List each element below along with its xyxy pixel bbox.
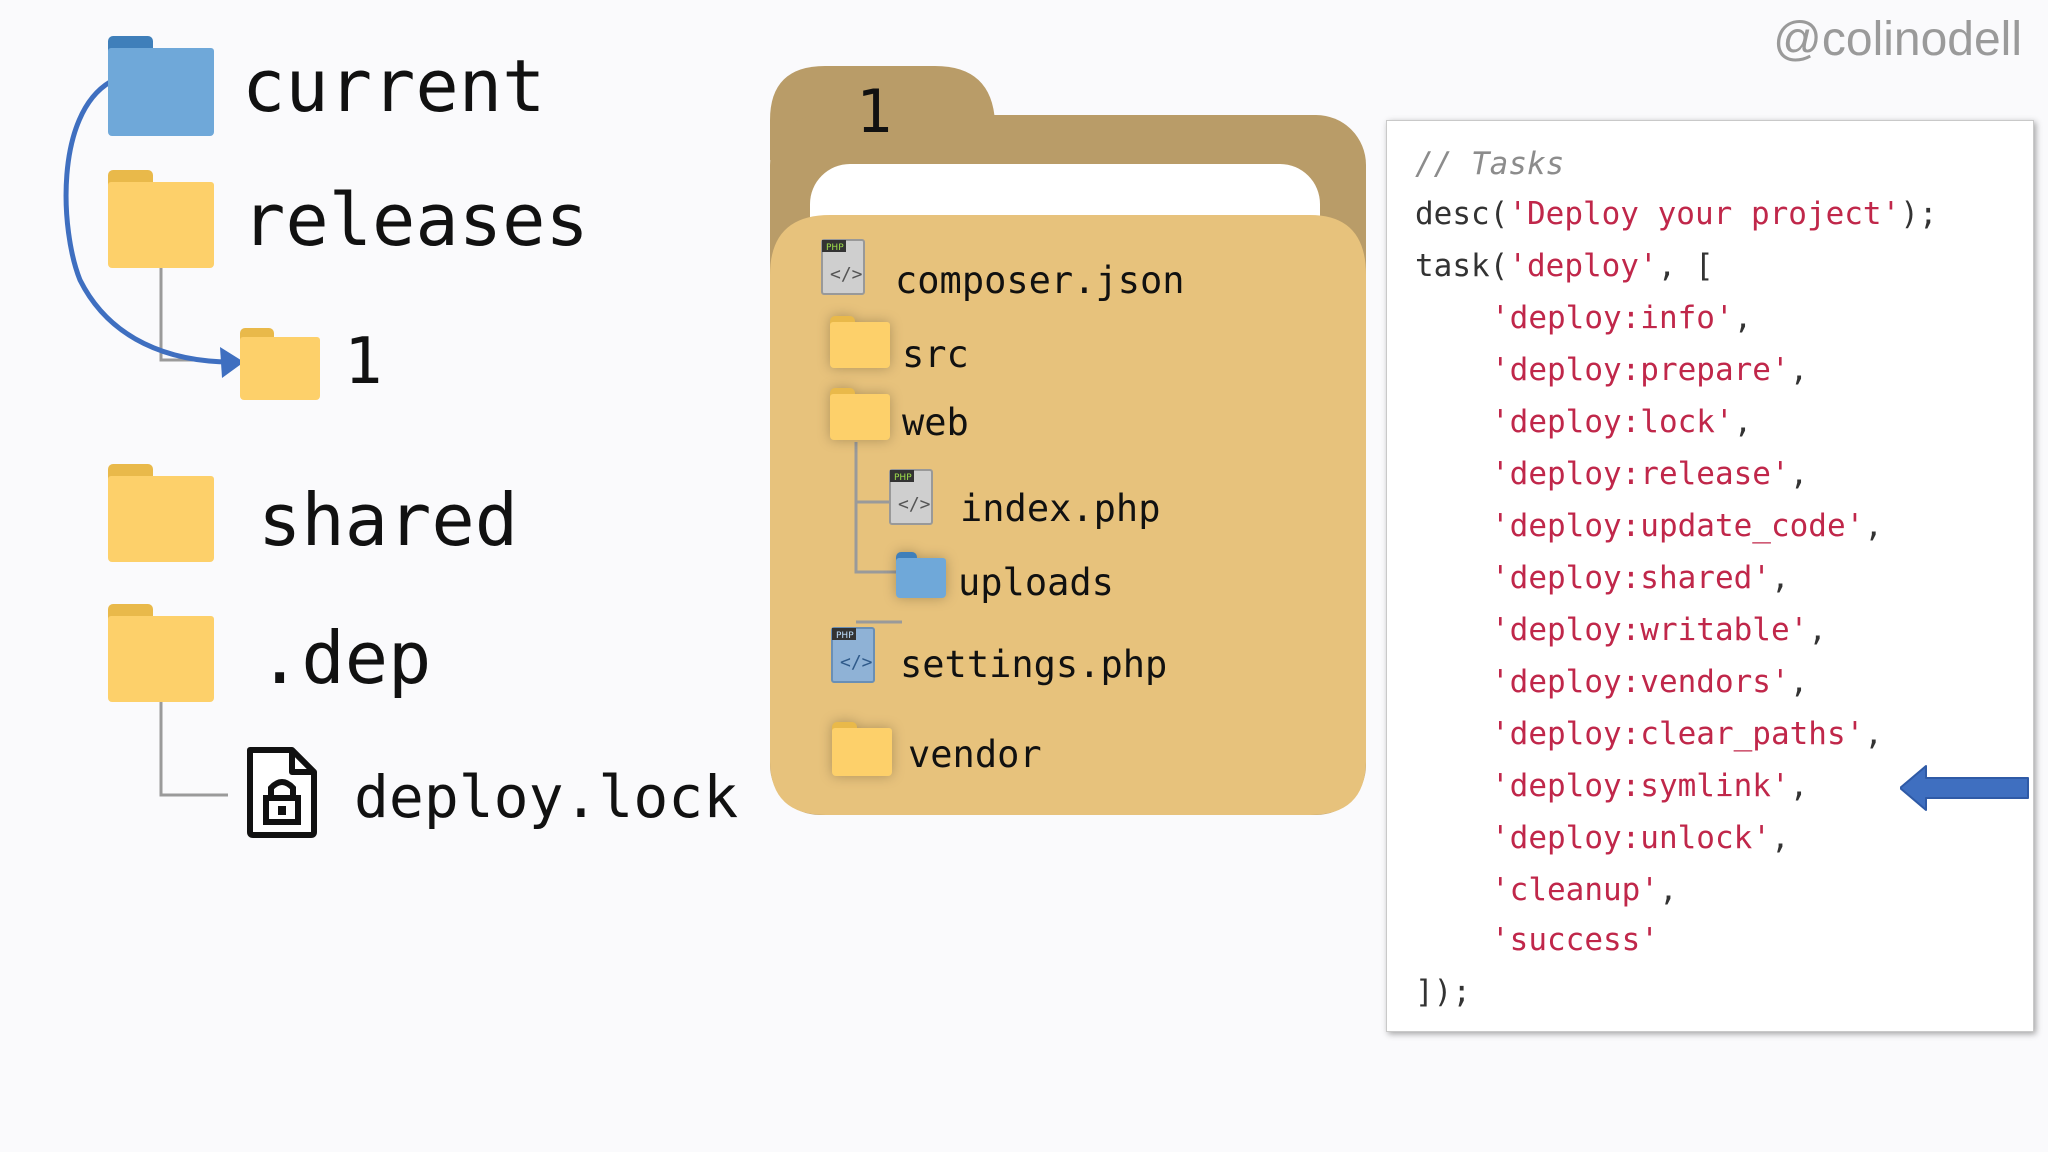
code-task-item: 'deploy:vendors', [1491, 664, 1809, 700]
author-handle: @colinodell [1773, 13, 2022, 66]
tree-line-releases [159, 268, 210, 362]
file-composer-json: composer.json [895, 259, 1185, 302]
folder-icon [108, 170, 214, 268]
php-file-icon: PHP </> [821, 239, 865, 295]
folder-icon [830, 316, 890, 368]
symlink-curve [63, 79, 233, 365]
release-folder-illustration [770, 66, 1366, 815]
tree-connectors [63, 79, 244, 797]
tree-item-dep: .dep [258, 616, 432, 700]
tree-item-releases: releases [242, 178, 589, 262]
code-task-item: 'deploy:release', [1491, 456, 1809, 492]
code-task-item-symlink: 'deploy:symlink', [1491, 768, 1809, 804]
tree-item-current: current [242, 44, 546, 128]
code-panel: // Tasks desc('Deploy your project'); ta… [1386, 120, 2034, 1032]
folder-uploads: uploads [958, 561, 1114, 604]
code-desc-line: desc('Deploy your project'); [1415, 196, 1938, 232]
code-task-item: 'deploy:prepare', [1491, 352, 1809, 388]
release-folder-title: 1 [856, 77, 893, 147]
code-task-item: 'deploy:info', [1491, 300, 1753, 336]
svg-text:</>: </> [898, 494, 931, 515]
folder-icon [240, 328, 320, 400]
code-task-item: 'deploy:update_code', [1491, 508, 1883, 544]
folder-vendor: vendor [908, 733, 1042, 776]
php-file-icon: PHP </> [889, 469, 933, 525]
folder-icon [896, 552, 946, 598]
svg-text:PHP: PHP [894, 473, 912, 483]
folder-icon [832, 722, 892, 776]
file-settings-php: settings.php [900, 643, 1168, 686]
php-file-icon: PHP </> [831, 627, 875, 683]
lock-file-icon [247, 747, 317, 838]
symlink-arrowhead [220, 347, 244, 378]
code-task-item: 'deploy:clear_paths', [1491, 716, 1883, 752]
code-task-item: 'deploy:lock', [1491, 404, 1753, 440]
code-task-item: 'deploy:writable', [1491, 612, 1827, 648]
svg-text:PHP: PHP [826, 243, 844, 253]
folder-web: web [902, 401, 969, 444]
code-task-item: 'deploy:unlock', [1491, 820, 1790, 856]
code-comment: // Tasks [1415, 146, 1565, 182]
arrow-left-icon [1900, 765, 2029, 811]
code-close: ]); [1415, 974, 1471, 1010]
svg-text:</>: </> [840, 652, 873, 673]
folder-icon [830, 388, 890, 440]
folder-src: src [902, 333, 969, 376]
svg-text:</>: </> [830, 264, 863, 285]
tree-item-release-1: 1 [344, 325, 383, 399]
code-task-line: task('deploy', [ [1415, 248, 1714, 284]
code-task-item: 'deploy:shared', [1491, 560, 1790, 596]
tree-item-deploy-lock: deploy.lock [354, 763, 739, 831]
folder-icon [108, 464, 214, 562]
code-task-item: 'cleanup', [1491, 872, 1678, 908]
code-task-item: 'success' [1491, 922, 1659, 958]
tree-line-dep [159, 700, 228, 797]
svg-text:PHP: PHP [836, 631, 854, 641]
file-index-php: index.php [960, 487, 1161, 530]
folder-icon [108, 604, 214, 702]
folder-icon [108, 36, 214, 136]
tree-item-shared: shared [258, 478, 519, 562]
